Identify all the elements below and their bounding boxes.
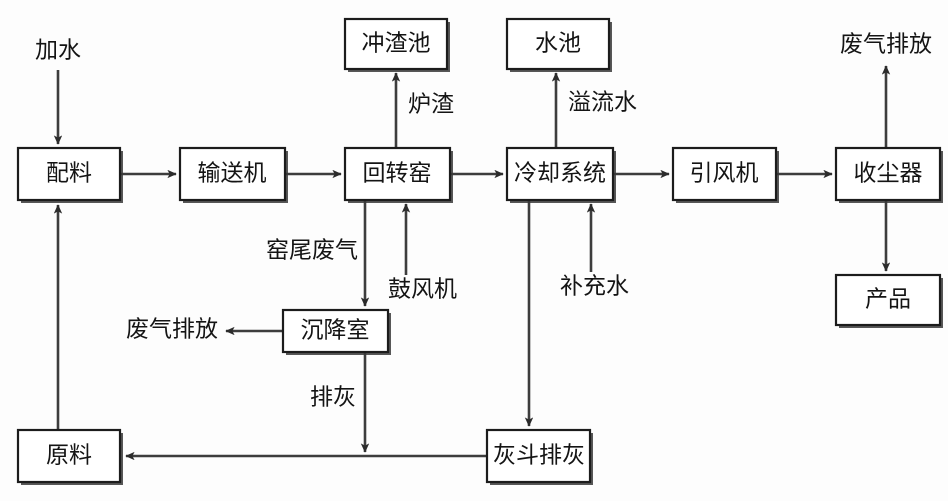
node-label: 配料 (46, 160, 92, 185)
label-ash-discharge: 排灰 (310, 384, 356, 409)
node-label: 收尘器 (854, 160, 923, 185)
node-label: 回转窑 (363, 160, 432, 185)
node-slag-flushing-pool[interactable]: 冲渣池 (343, 17, 450, 72)
node-induced-draft-fan[interactable]: 引风机 (671, 146, 779, 203)
label-slag: 炉渣 (408, 91, 454, 116)
label-blower: 鼓风机 (388, 276, 457, 301)
node-label: 产品 (865, 286, 911, 311)
node-label: 冷却系统 (514, 160, 606, 185)
label-exhaust-emission-top: 废气排放 (840, 31, 932, 56)
node-label: 沉降室 (301, 317, 370, 342)
node-label: 输送机 (198, 160, 267, 185)
node-label: 原料 (46, 442, 92, 467)
label-overflow-water: 溢流水 (568, 89, 637, 114)
node-ash-hopper-discharge[interactable]: 灰斗排灰 (485, 428, 593, 485)
label-makeup-water: 补充水 (560, 273, 629, 298)
node-layer: 配料 输送机 回转窑 冷却系统 (16, 17, 943, 485)
node-product[interactable]: 产品 (834, 273, 943, 328)
node-rotary-kiln[interactable]: 回转窑 (343, 146, 453, 203)
node-cooling-system[interactable]: 冷却系统 (505, 146, 616, 203)
label-exhaust-emission-settling: 废气排放 (126, 316, 218, 341)
label-kiln-tail-exhaust: 窑尾废气 (266, 237, 358, 262)
connector-layer (53, 65, 891, 461)
node-batching[interactable]: 配料 (16, 146, 123, 203)
node-settling-chamber[interactable]: 沉降室 (281, 308, 391, 355)
label-add-water: 加水 (35, 37, 81, 62)
node-dust-collector[interactable]: 收尘器 (834, 146, 943, 203)
node-water-pool[interactable]: 水池 (505, 17, 612, 72)
node-conveyor[interactable]: 输送机 (178, 146, 288, 203)
node-label: 冲渣池 (362, 30, 431, 55)
node-raw-material[interactable]: 原料 (16, 428, 123, 485)
edge-label-layer: 加水 废气排放 炉渣 溢流水 窑尾废气 鼓风机 补充水 废气排放 排灰 (35, 31, 932, 409)
node-label: 灰斗排灰 (493, 442, 585, 467)
node-label: 引风机 (690, 160, 759, 185)
node-label: 水池 (535, 30, 581, 55)
